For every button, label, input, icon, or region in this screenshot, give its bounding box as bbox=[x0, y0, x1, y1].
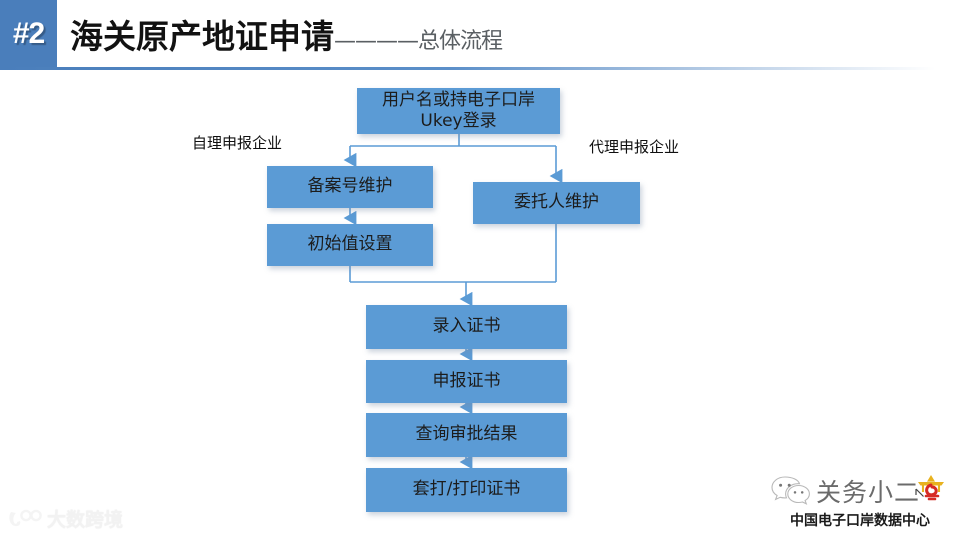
flow-label-agent-declare: 代理申报企业 bbox=[589, 138, 680, 156]
flow-node-query-result[interactable]: 查询审批结果 bbox=[366, 413, 567, 457]
china-customs-emblem-icon bbox=[915, 475, 945, 501]
page-title: 海关原产地证申请 bbox=[70, 17, 334, 56]
watermark-text: 大数跨境 bbox=[47, 509, 124, 531]
flow-node-label: 申报证书 bbox=[432, 370, 501, 391]
wechat-icon bbox=[771, 476, 810, 505]
slide-number-badge: #2 bbox=[0, 0, 57, 68]
page-subtitle: ————总体流程 bbox=[334, 29, 503, 54]
flow-node-label: 录入证书 bbox=[432, 316, 501, 337]
slide-header: #2 海关原产地证申请 ————总体流程 bbox=[0, 0, 960, 72]
flow-node-label: 备案号维护 bbox=[307, 176, 393, 197]
flow-node-enter-cert[interactable]: 录入证书 bbox=[366, 305, 567, 349]
flow-label-self-declare: 自理申报企业 bbox=[192, 134, 283, 152]
footer-org-name: 中国电子口岸数据中心 bbox=[790, 513, 930, 529]
flow-node-record-no[interactable]: 备案号维护 bbox=[267, 166, 433, 208]
flow-node-label: 查询审批结果 bbox=[415, 424, 518, 445]
flow-node-print-cert[interactable]: 套打/打印证书 bbox=[366, 468, 567, 512]
flow-node-initial-set[interactable]: 初始值设置 bbox=[267, 224, 433, 266]
slide-number-text: #2 bbox=[12, 17, 45, 50]
header-divider bbox=[0, 67, 935, 70]
watermark-dashujing: 大数跨境 bbox=[8, 505, 123, 532]
flow-node-label: 委托人维护 bbox=[514, 192, 599, 213]
dashujing-logo-icon bbox=[9, 509, 42, 526]
footer-brandline: 关务小二 bbox=[770, 470, 950, 512]
slide-title: 海关原产地证申请 ————总体流程 bbox=[70, 10, 503, 58]
footer-logo: 关务小二 中国电子口岸数据中心 bbox=[770, 470, 950, 530]
flow-node-label: 初始值设置 bbox=[307, 234, 393, 255]
flow-node-agent-maint[interactable]: 委托人维护 bbox=[473, 182, 640, 224]
footer-brand-name: 关务小二 bbox=[816, 478, 921, 507]
flow-node-label: 套打/打印证书 bbox=[412, 479, 521, 500]
flow-node-declare-cert[interactable]: 申报证书 bbox=[366, 360, 567, 403]
